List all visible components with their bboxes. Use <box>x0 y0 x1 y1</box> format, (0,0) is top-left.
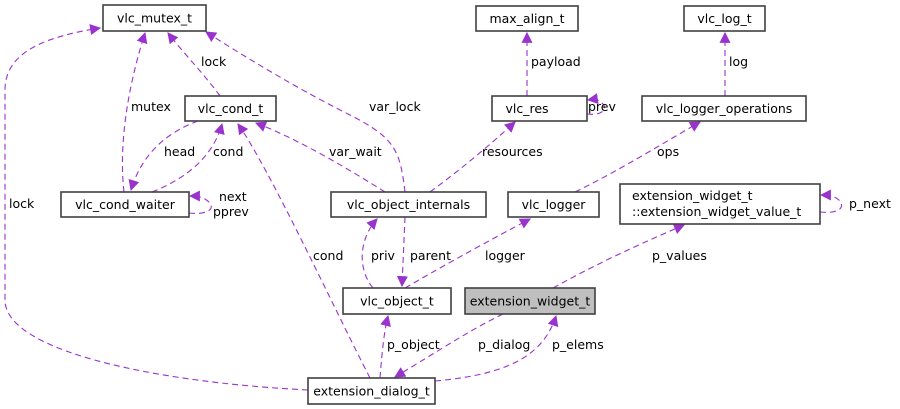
edge-labels: lock mutex lock var_lock head cond next … <box>9 54 891 352</box>
edge-p-object <box>379 314 391 379</box>
edge-ops <box>574 121 701 193</box>
edge-priv <box>361 218 378 289</box>
label-logger: logger <box>485 248 526 263</box>
edge-next-pprev <box>188 190 212 214</box>
label-var-wait: var_wait <box>329 144 382 159</box>
label-priv: priv <box>371 248 396 263</box>
label-p-dialog: p_dialog <box>478 337 530 352</box>
label-p-values: p_values <box>652 248 707 263</box>
node-extension-widget-t[interactable]: extension_widget_t <box>464 287 596 315</box>
node-label: vlc_mutex_t <box>117 11 192 26</box>
edge-cond-waiter <box>151 122 225 193</box>
node-label: vlc_logger_operations <box>656 101 793 116</box>
label-log: log <box>729 54 748 69</box>
node-vlc-cond-t[interactable]: vlc_cond_t <box>184 95 277 122</box>
label-resources: resources <box>482 144 543 159</box>
node-extension-dialog-t[interactable]: extension_dialog_t <box>307 377 436 405</box>
edge-cond-dialog <box>237 123 371 379</box>
label-p-elems: p_elems <box>552 337 604 352</box>
node-vlc-object-internals[interactable]: vlc_object_internals <box>330 191 487 218</box>
edge-logger <box>404 218 531 289</box>
node-label: vlc_cond_waiter <box>75 197 176 212</box>
label-parent: parent <box>410 248 451 263</box>
node-vlc-logger[interactable]: vlc_logger <box>507 191 600 218</box>
label-payload: payload <box>531 54 581 69</box>
edge-head <box>128 120 199 192</box>
label-pprev: pprev <box>213 204 249 219</box>
edge-prev <box>586 93 605 115</box>
node-label: vlc_object_t <box>360 294 434 309</box>
node-vlc-res[interactable]: vlc_res <box>491 95 588 122</box>
edge-p-values <box>552 223 686 289</box>
node-label: vlc_logger <box>522 197 587 212</box>
node-label: vlc_res <box>505 101 548 116</box>
node-label-line1: extension_widget_t <box>632 188 753 203</box>
node-max-align-t[interactable]: max_align_t <box>475 5 579 32</box>
node-extension-widget-value-t[interactable]: extension_widget_t ::extension_widget_va… <box>619 183 821 225</box>
label-var-lock: var_lock <box>369 99 421 114</box>
node-label: vlc_object_internals <box>347 197 470 212</box>
label-lock-dialog: lock <box>9 196 35 211</box>
node-vlc-log-t[interactable]: vlc_log_t <box>683 5 766 32</box>
edge-resources <box>429 121 516 193</box>
node-label: vlc_log_t <box>697 11 751 26</box>
label-next: next <box>219 189 247 204</box>
label-p-next: p_next <box>849 196 891 211</box>
label-ops: ops <box>657 144 679 159</box>
label-head: head <box>164 144 195 159</box>
edge-var-wait <box>254 121 386 193</box>
edge-var-lock <box>205 31 406 193</box>
node-vlc-cond-waiter[interactable]: vlc_cond_waiter <box>60 191 190 218</box>
label-p-object: p_object <box>387 337 440 352</box>
node-label: max_align_t <box>489 11 564 26</box>
node-label: vlc_cond_t <box>198 101 264 116</box>
node-label-line2: ::extension_widget_value_t <box>632 204 801 219</box>
label-cond-dialog: cond <box>313 248 343 263</box>
node-label: extension_dialog_t <box>313 384 430 399</box>
edge-lock-cond <box>167 32 221 97</box>
edge-p-dialog <box>394 313 504 378</box>
node-vlc-logger-operations[interactable]: vlc_logger_operations <box>641 95 807 122</box>
label-mutex: mutex <box>131 99 171 114</box>
node-label: extension_widget_t <box>470 294 591 309</box>
label-cond-waiter: cond <box>213 144 243 159</box>
label-prev: prev <box>588 99 616 114</box>
node-vlc-mutex-t[interactable]: vlc_mutex_t <box>102 4 207 32</box>
edge-parent <box>396 216 408 288</box>
label-lock-cond: lock <box>201 54 227 69</box>
edge-mutex <box>121 31 148 193</box>
edge-lock-dialog <box>4 24 309 391</box>
edge-p-next <box>819 189 843 213</box>
edges <box>4 24 843 391</box>
edge-p-elems <box>434 314 559 382</box>
node-vlc-object-t[interactable]: vlc_object_t <box>342 287 452 315</box>
